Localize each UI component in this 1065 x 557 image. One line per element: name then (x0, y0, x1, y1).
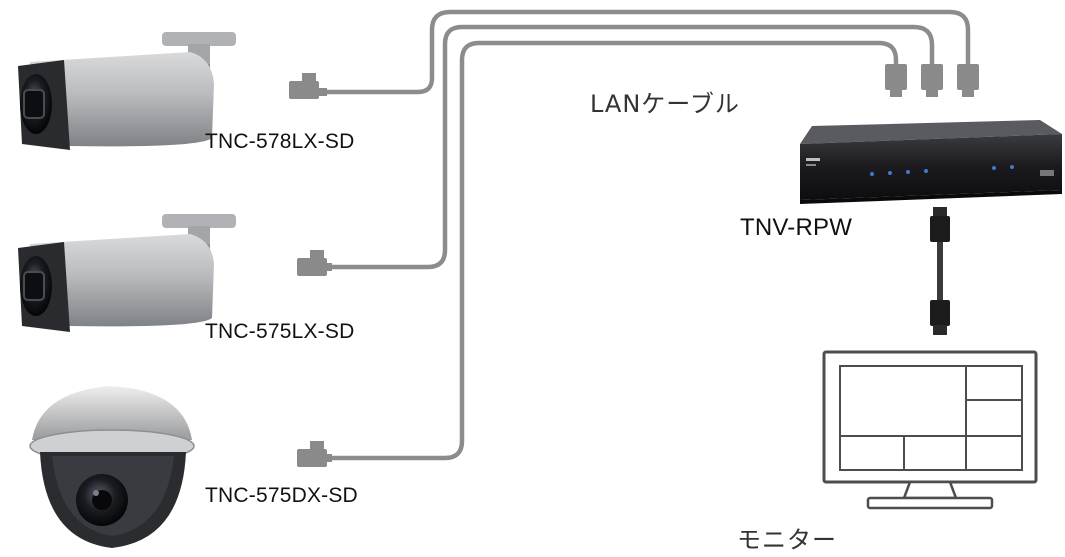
monitor-icon (822, 350, 1038, 510)
monitor-label: モニター (737, 526, 837, 554)
camera-2-model-label: TNC-575LX-SD (205, 320, 355, 343)
network-recorder-icon (800, 120, 1062, 204)
rj45-connectors-recorder (885, 64, 979, 97)
recorder-model-label: TNV-RPW (740, 214, 853, 241)
bullet-camera-icon-1 (18, 32, 236, 150)
rj45-connector-cam1 (289, 73, 327, 99)
lan-cable-label: LANケーブル (590, 90, 740, 118)
rj45-connector-cam2 (297, 250, 332, 276)
dome-camera-icon (29, 386, 195, 548)
rj45-connector-cam3 (297, 441, 332, 467)
camera-3-model-label: TNC-575DX-SD (205, 484, 358, 507)
lan-cable-1 (324, 9, 971, 95)
lan-cables (324, 9, 971, 461)
hdmi-cable (930, 207, 950, 335)
bullet-camera-icon-2 (18, 214, 236, 332)
lan-cable-2 (324, 24, 935, 270)
lan-cable-3 (324, 40, 899, 461)
camera-1-model-label: TNC-578LX-SD (205, 130, 355, 153)
